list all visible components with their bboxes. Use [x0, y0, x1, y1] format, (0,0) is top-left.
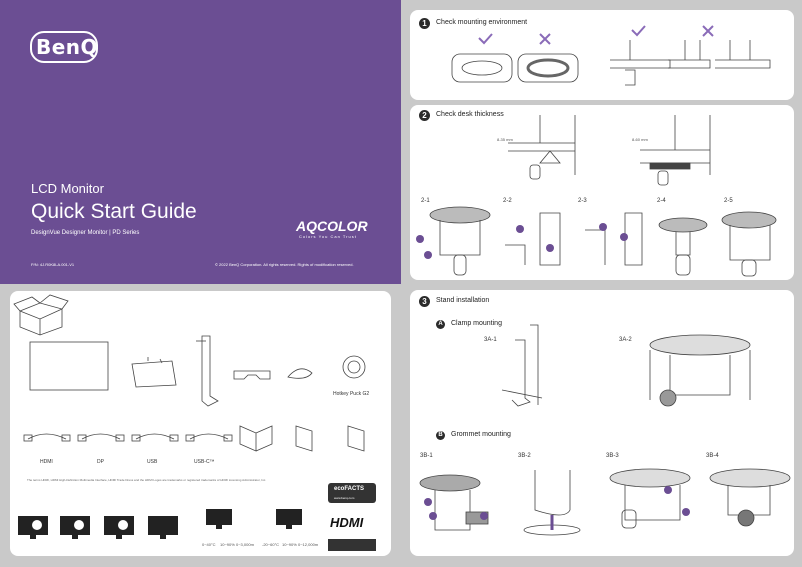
ecofacts-sub: www.benq.com [334, 496, 355, 500]
monitor-care-icons [18, 509, 302, 539]
step1-number: 1 [419, 18, 430, 29]
ecofacts-badge [328, 483, 376, 503]
step2-number: 2 [419, 110, 430, 121]
brand-logo-outline [30, 31, 98, 63]
check-icon [478, 33, 493, 45]
step3-illustrations [419, 324, 791, 536]
product-series: DesignVue Designer Monitor | PD Series [31, 230, 140, 236]
step3-title: Stand installation [436, 297, 490, 304]
callout-1 [416, 235, 424, 243]
grommet-badge: B [436, 431, 445, 440]
stand-pole-icon [201, 335, 219, 407]
aqcolor-tagline: Colors You Can Trust [299, 234, 357, 239]
hdmi-logo: HDMI [330, 515, 364, 530]
env-humidity-1: 10~90% [220, 542, 235, 547]
callout-2 [424, 251, 432, 259]
barcode [328, 539, 376, 551]
step3-number: 3 [419, 296, 430, 307]
substep-2-5: 2-5 [724, 198, 733, 204]
substep-2-1: 2-1 [421, 198, 430, 204]
desk-edge-bad-1 [668, 40, 711, 69]
desk-edge-good [610, 40, 671, 86]
hdmi-cable-icon [27, 433, 67, 440]
step2-title: Check desk thickness [436, 111, 504, 118]
step1-illustrations [451, 25, 771, 86]
cross-icon [539, 33, 551, 45]
usbc-cable-icon [189, 433, 229, 440]
desk-surface-bad [517, 53, 579, 83]
grommet-3b-2-drawing [534, 470, 571, 516]
trademark-notice: The terms HDMI, HDMI High-Definition Mul… [27, 478, 267, 482]
clamp-3a-1-drawing [511, 324, 539, 407]
substep-2-4: 2-4 [657, 198, 666, 204]
stand-base-icon [131, 360, 177, 388]
hotkey-puck-icon [342, 355, 366, 379]
substep-3a-2: 3A-2 [619, 337, 632, 343]
step1-title: Check mounting environment [436, 19, 528, 26]
dp-cable-icon [81, 433, 121, 440]
item-label-dp: DP [97, 459, 104, 465]
safety-sheet-icon [347, 425, 365, 452]
substep-3a-1: 3A-1 [484, 337, 497, 343]
substep-3b-4: 3B-4 [706, 453, 719, 459]
product-type: LCD Monitor [31, 181, 104, 196]
item-label-puck: Hotkey Puck G2 [333, 391, 370, 397]
copyright-text: © 2022 BenQ Corporation. All rights rese… [215, 262, 354, 267]
grommet-3b-1-drawing [434, 490, 471, 531]
aqcolor-logo: AQCOLOR [296, 218, 368, 234]
clamp-badge: A [436, 320, 445, 329]
clamp-title: Clamp mounting [451, 320, 502, 327]
page-title: Quick Start Guide [31, 200, 197, 223]
bracket-icon [233, 370, 271, 380]
clamp-3a-2-drawing [649, 350, 751, 400]
desk-surface-good [451, 53, 513, 83]
part-number: P/N: 4J.R0K8LA.001-V1 [31, 262, 75, 267]
desk-thickness-1: 8-35 mm [497, 137, 513, 142]
substep-2-2-drawing [505, 212, 561, 266]
substep-3b-3: 3B-3 [606, 453, 619, 459]
monitor-icon [29, 341, 109, 391]
step2-illustrations [416, 115, 777, 277]
desk-edge-bad-2 [715, 40, 771, 69]
item-label-usb: USB [147, 459, 158, 465]
cross-icon [702, 25, 714, 37]
cover-panel: BenQ LCD Monitor Quick Start Guide Desig… [0, 0, 401, 284]
box-icon [13, 294, 69, 336]
substep-2-3-drawing [585, 212, 643, 266]
env-humidity-2: 10~90% [282, 542, 297, 547]
grommet-title: Grommet mounting [451, 431, 511, 438]
substep-3b-1: 3B-1 [420, 453, 433, 459]
usb-cable-icon [135, 433, 175, 440]
box-contents-panel [10, 291, 391, 556]
substep-2-5-drawing [729, 225, 771, 261]
warranty-card-icon [295, 425, 313, 452]
env-temp-2: -20~60°C [262, 542, 280, 547]
grommet-3b-3-drawing [624, 485, 681, 521]
check-icon [631, 25, 646, 37]
env-altitude-2: 0~12,000m [298, 542, 319, 547]
manual-booklet-icon [239, 425, 273, 452]
ecofacts-logo: ecoFACTS [334, 486, 365, 492]
cable-tie-icon [287, 368, 313, 379]
brand-logo: BenQ [36, 35, 99, 59]
env-altitude-1: 0~3,000m [236, 542, 254, 547]
desk-thickness-2: 8-60 mm [632, 137, 648, 142]
env-temp-1: 0~40°C [202, 542, 216, 547]
box-contents-illustrations [13, 294, 376, 551]
item-label-hdmi: HDMI [40, 459, 53, 465]
item-label-usbc: USB-C™ [194, 459, 215, 465]
substep-3b-2: 3B-2 [518, 453, 531, 459]
substep-2-1-drawing [439, 220, 481, 256]
substep-2-2: 2-2 [503, 198, 512, 204]
clamp-thin-desk [508, 115, 576, 175]
substep-2-4-drawing [675, 232, 691, 256]
substep-2-3: 2-3 [578, 198, 587, 204]
